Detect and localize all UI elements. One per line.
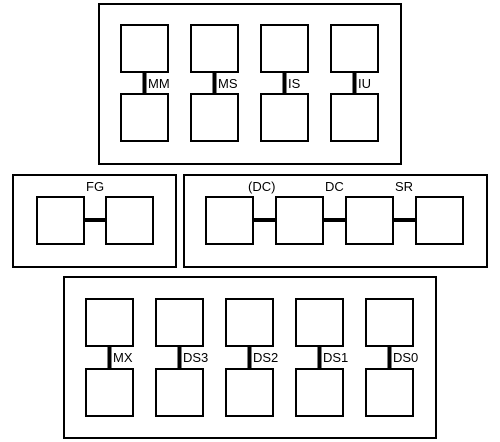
bottom-box-lower-2 <box>155 368 204 417</box>
dc-box-4 <box>415 196 464 245</box>
fg-label: FG <box>86 179 104 194</box>
top-box-lower-4 <box>330 93 379 142</box>
bottom-box-upper-3 <box>225 298 274 347</box>
dc-label-1: (DC) <box>248 179 275 194</box>
bottom-label-3: DS2 <box>253 350 278 365</box>
top-box-lower-3 <box>260 93 309 142</box>
bottom-label-1: MX <box>113 350 133 365</box>
fg-box-2 <box>105 196 154 245</box>
bottom-box-lower-3 <box>225 368 274 417</box>
top-label-1: MM <box>148 76 170 91</box>
bottom-label-2: DS3 <box>183 350 208 365</box>
top-box-upper-1 <box>120 24 169 73</box>
top-box-upper-4 <box>330 24 379 73</box>
bottom-label-4: DS1 <box>323 350 348 365</box>
bottom-box-upper-5 <box>365 298 414 347</box>
bottom-box-upper-2 <box>155 298 204 347</box>
top-box-lower-2 <box>190 93 239 142</box>
bottom-box-lower-4 <box>295 368 344 417</box>
top-box-upper-3 <box>260 24 309 73</box>
top-box-upper-2 <box>190 24 239 73</box>
top-label-2: MS <box>218 76 238 91</box>
top-label-3: IS <box>288 76 301 91</box>
dc-label-2: DC <box>325 179 344 194</box>
bottom-box-upper-1 <box>85 298 134 347</box>
top-box-lower-1 <box>120 93 169 142</box>
bottom-box-upper-4 <box>295 298 344 347</box>
dc-box-1 <box>205 196 254 245</box>
dc-box-3 <box>345 196 394 245</box>
dc-label-3: SR <box>395 179 413 194</box>
dc-box-2 <box>275 196 324 245</box>
fg-box-1 <box>36 196 85 245</box>
bottom-box-lower-1 <box>85 368 134 417</box>
bottom-box-lower-5 <box>365 368 414 417</box>
bottom-label-5: DS0 <box>393 350 418 365</box>
top-label-4: IU <box>358 76 371 91</box>
